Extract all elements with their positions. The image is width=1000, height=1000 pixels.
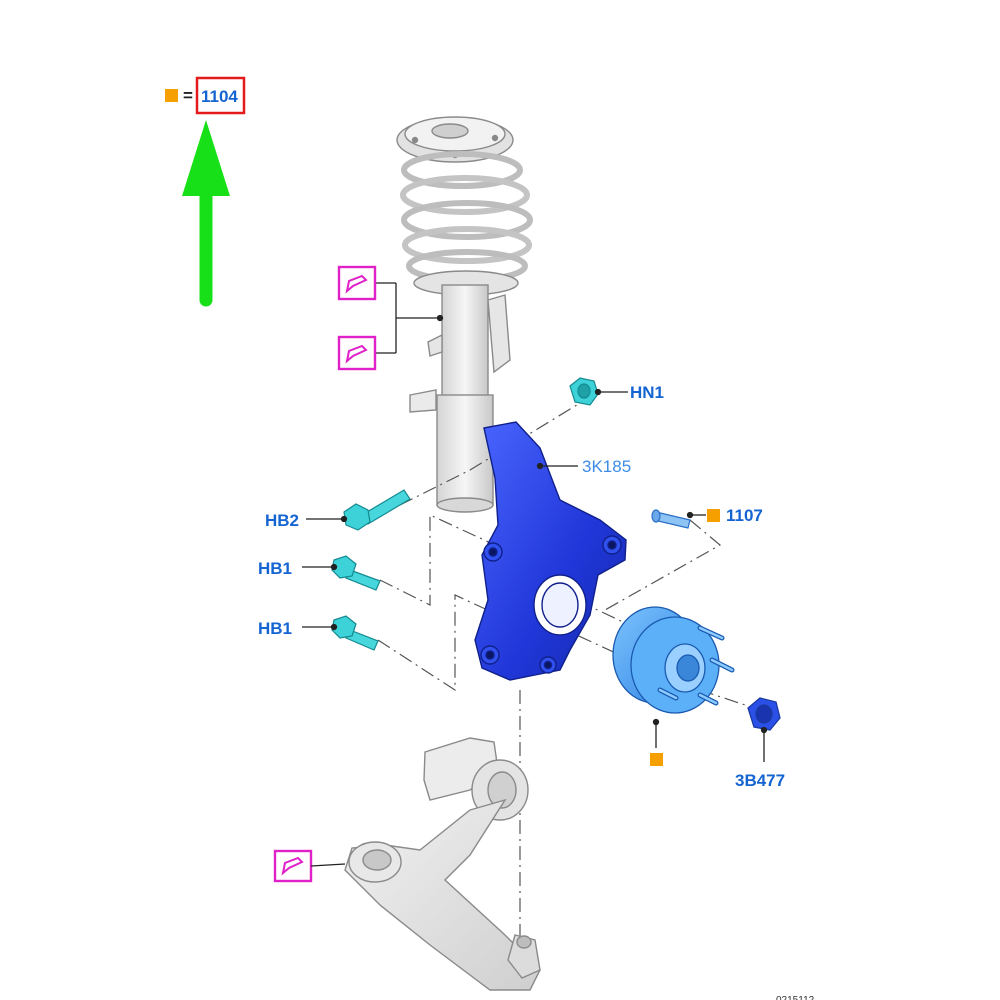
label-hb1-lower[interactable]: HB1 bbox=[258, 619, 292, 638]
nut-hn1 bbox=[569, 377, 599, 406]
wheel-hub bbox=[612, 606, 735, 714]
label-3b477[interactable]: 3B477 bbox=[735, 771, 785, 790]
diagram-code: 0215112 bbox=[776, 995, 815, 1000]
strut-reference-bracket bbox=[376, 282, 444, 354]
orange-square-marker-icon bbox=[650, 753, 663, 766]
magenta-see-other-icon[interactable] bbox=[273, 849, 313, 883]
label-hb2[interactable]: HB2 bbox=[265, 511, 299, 530]
orange-square-marker-icon bbox=[707, 509, 720, 522]
steering-knuckle bbox=[474, 421, 627, 681]
hub-nut bbox=[747, 697, 781, 731]
bolt-hb1-lower bbox=[331, 615, 379, 651]
legend-equals: = bbox=[183, 86, 193, 105]
bolt-hb2 bbox=[343, 489, 411, 531]
arm-reference-leader bbox=[310, 863, 346, 867]
legend-part-number: 1104 bbox=[201, 87, 238, 106]
legend: = 1104 bbox=[165, 76, 246, 115]
lower-control-arm bbox=[344, 737, 541, 991]
orange-square-marker-icon bbox=[165, 89, 178, 102]
magenta-see-other-icon[interactable] bbox=[337, 335, 377, 371]
label-hb1-upper[interactable]: HB1 bbox=[258, 559, 292, 578]
label-1107[interactable]: 1107 bbox=[726, 506, 763, 525]
label-3k185[interactable]: 3K185 bbox=[582, 457, 631, 476]
green-up-arrow-icon bbox=[182, 120, 230, 307]
bolt-hb1-upper bbox=[331, 555, 381, 591]
wheel-stud-1107 bbox=[651, 509, 691, 529]
label-hn1[interactable]: HN1 bbox=[630, 383, 664, 402]
legend-part-highlight-box bbox=[195, 76, 246, 115]
magenta-see-other-icon[interactable] bbox=[337, 265, 377, 301]
callout-leaders bbox=[302, 388, 768, 762]
